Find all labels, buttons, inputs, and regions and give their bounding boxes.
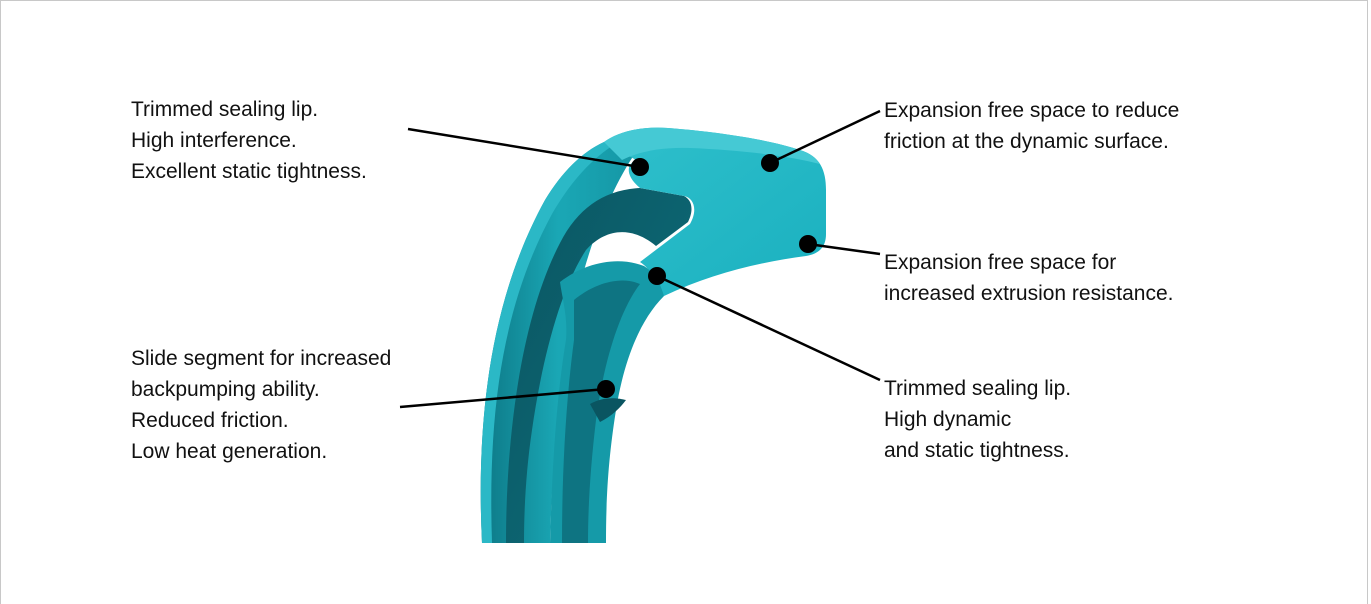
callout-line: Slide segment for increased [131,343,391,374]
callout-line: increased extrusion resistance. [884,278,1173,309]
callout-line: Expansion free space for [884,247,1173,278]
callout-line: backpumping ability. [131,374,391,405]
callout-middle-right: Expansion free space for increased extru… [884,247,1173,309]
callout-line: Expansion free space to reduce [884,95,1179,126]
callout-top-left: Trimmed sealing lip. High interference. … [131,94,367,187]
callout-line: Reduced friction. [131,405,391,436]
marker-top-left [631,158,649,176]
callout-line: and static tightness. [884,435,1071,466]
callout-line: High dynamic [884,404,1071,435]
callout-line: Trimmed sealing lip. [884,373,1071,404]
callout-top-right: Expansion free space to reduce friction … [884,95,1179,157]
callout-line: Low heat generation. [131,436,391,467]
leader-line-top-right [770,111,880,163]
callout-line: friction at the dynamic surface. [884,126,1179,157]
callout-line: Trimmed sealing lip. [131,94,367,125]
marker-bottom-right [648,267,666,285]
marker-middle-right [799,235,817,253]
marker-top-right [761,154,779,172]
leader-line-bottom-right [657,276,880,380]
callout-line: High interference. [131,125,367,156]
callout-line: Excellent static tightness. [131,156,367,187]
callout-bottom-left: Slide segment for increased backpumping … [131,343,391,467]
callout-bottom-right: Trimmed sealing lip. High dynamic and st… [884,373,1071,466]
marker-bottom-left [597,380,615,398]
